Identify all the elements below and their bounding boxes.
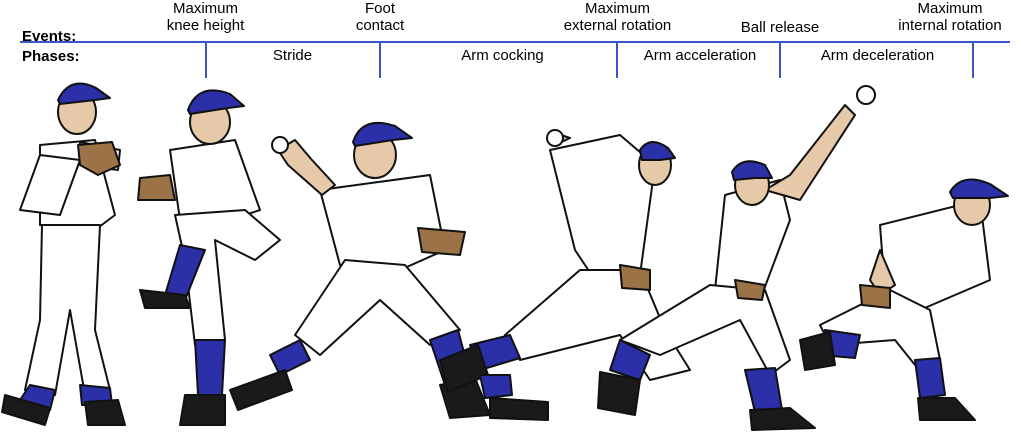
event-foot-contact: Foot contact — [340, 0, 420, 34]
phases-row-label: Phases: — [22, 48, 80, 65]
phase-arm-cocking: Arm cocking — [461, 47, 544, 64]
event-label-line: internal rotation — [898, 17, 1002, 34]
phase-arm-deceleration: Arm deceleration — [820, 47, 935, 64]
event-label-line: knee height — [166, 17, 245, 34]
pitcher-figure-foot-contact — [229, 121, 491, 419]
event-label-line: Maximum — [917, 0, 983, 17]
pitcher-figure-set-position — [1, 82, 126, 426]
event-label-line: Maximum — [584, 0, 650, 17]
event-label-line: Maximum — [172, 0, 238, 17]
pitcher-figure-knee-lift — [137, 89, 281, 426]
event-max-internal-rotation: Maximum internal rotation — [880, 0, 1020, 34]
pitcher-figure-ball-release — [597, 85, 876, 431]
event-label-line: external rotation — [563, 17, 672, 34]
event-max-knee-height: Maximum knee height — [148, 0, 263, 34]
events-row-label: Events: — [22, 28, 77, 45]
event-max-external-rotation: Maximum external rotation — [540, 0, 695, 34]
phase-arm-acceleration: Arm acceleration — [643, 47, 757, 64]
event-label-line: Foot — [364, 0, 395, 17]
event-label-line: Ball release — [740, 19, 820, 36]
phase-stride: Stride — [272, 47, 313, 64]
timeline — [20, 41, 1010, 78]
pitcher-figure-max-external-rotation — [439, 129, 691, 421]
event-label-line: contact — [355, 17, 405, 34]
event-ball-release: Ball release — [725, 19, 835, 36]
pitcher-figure-follow-through — [799, 178, 1009, 421]
